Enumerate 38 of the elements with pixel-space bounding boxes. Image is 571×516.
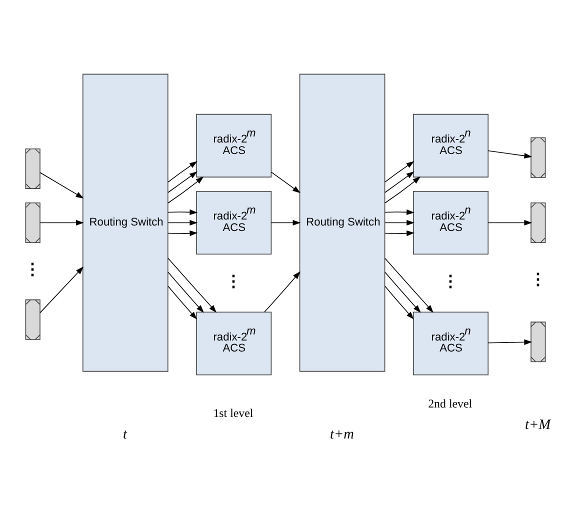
- arrow: [488, 219, 532, 226]
- arrow: [384, 271, 421, 312]
- arrow: [168, 219, 198, 226]
- arrow: [168, 176, 204, 203]
- label: 1st level: [213, 406, 254, 420]
- label: t+m: [330, 426, 354, 442]
- arrow: [168, 257, 217, 312]
- arrow: [384, 170, 414, 192]
- arrow: [488, 150, 532, 158]
- arrow: [271, 219, 301, 226]
- arrow: [168, 208, 198, 214]
- label: ⋮: [24, 260, 41, 278]
- arrow: [384, 208, 415, 214]
- arrow: [40, 219, 84, 226]
- node-box: Routing Switch: [299, 73, 386, 372]
- arrow: [168, 170, 198, 192]
- arrow: [384, 257, 434, 312]
- label: t: [123, 426, 128, 442]
- arrow: [168, 230, 198, 236]
- label: ⋮: [442, 272, 458, 290]
- arrow: [40, 172, 84, 198]
- arrow: [384, 230, 415, 236]
- label: ⋮: [530, 271, 546, 288]
- label: ⋮: [226, 272, 242, 290]
- node-box: Routing Switch: [82, 73, 168, 372]
- arrow: [384, 176, 421, 203]
- arrow: [384, 285, 414, 320]
- arrow: [271, 171, 300, 193]
- label: t+M: [525, 416, 551, 432]
- arrow: [384, 160, 414, 182]
- arrow: [264, 270, 300, 312]
- label: 2nd level: [428, 396, 472, 410]
- arrow: [168, 285, 198, 320]
- arrow: [384, 219, 415, 226]
- arrow: [168, 271, 204, 312]
- arrow: [168, 160, 198, 182]
- arrow: [40, 266, 84, 313]
- arrow: [488, 338, 532, 344]
